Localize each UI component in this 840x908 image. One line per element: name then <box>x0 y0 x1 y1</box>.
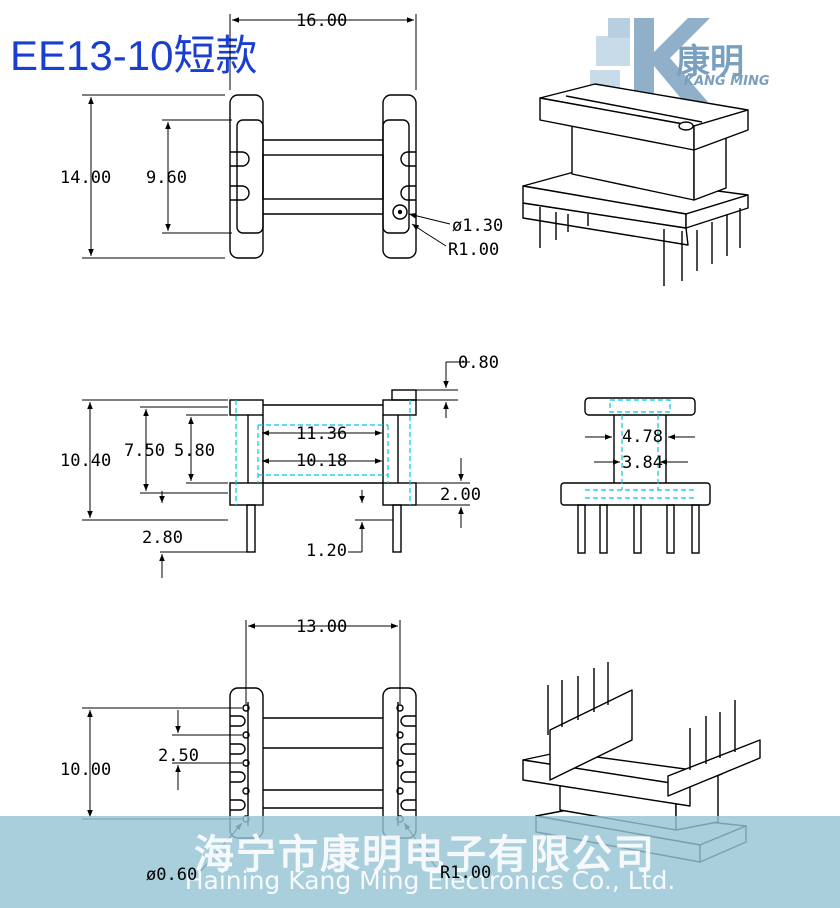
drawing-title: EE13-10短款 <box>10 32 258 79</box>
side-width-b-label: 3.84 <box>622 453 663 473</box>
watermark-banner <box>0 816 840 908</box>
top-view-dimensions <box>82 14 451 259</box>
brand-name-en: KANG MING <box>684 74 770 89</box>
front-base-height-label: 2.00 <box>440 485 481 505</box>
bottom-pitch-label: 2.50 <box>158 746 199 766</box>
front-height-a-label: 7.50 <box>124 441 165 461</box>
top-height-label: 14.00 <box>60 168 111 188</box>
side-view <box>560 397 711 554</box>
front-height-b-label: 5.80 <box>174 441 215 461</box>
iso-view-top <box>522 83 749 286</box>
front-view <box>229 389 417 553</box>
side-width-a-label: 4.78 <box>622 427 663 447</box>
top-inner-height-label: 9.60 <box>146 168 187 188</box>
side-view-hidden-lines <box>585 399 695 499</box>
watermark-company-cn: 海宁市康明电子有限公司 <box>194 832 656 878</box>
top-width-label: 16.00 <box>296 11 347 31</box>
front-view-dimensions <box>82 361 470 578</box>
front-pin-length-label: 2.80 <box>142 528 183 548</box>
bottom-width-label: 13.00 <box>296 617 347 637</box>
side-view-dimensions <box>585 434 695 465</box>
watermark-company-en: Haining Kang Ming Electronics Co., Ltd. <box>184 866 676 895</box>
top-radius-label: R1.00 <box>448 240 499 260</box>
bottom-height-label: 10.00 <box>60 760 111 780</box>
top-hole-label: ø1.30 <box>452 216 503 236</box>
front-span-b-label: 10.18 <box>296 451 347 471</box>
bottom-pin-dia-label: ø0.60 <box>146 865 197 885</box>
front-view-hidden-lines <box>235 400 411 505</box>
front-flange-step-label: 0.80 <box>458 353 499 373</box>
front-total-height-label: 10.40 <box>60 451 111 471</box>
front-pin-offset-label: 1.20 <box>306 541 347 561</box>
top-view <box>229 94 417 259</box>
bottom-radius-label: R1.00 <box>440 863 491 883</box>
front-span-a-label: 11.36 <box>296 424 347 444</box>
brand-name-cn: 康明 <box>676 42 744 82</box>
